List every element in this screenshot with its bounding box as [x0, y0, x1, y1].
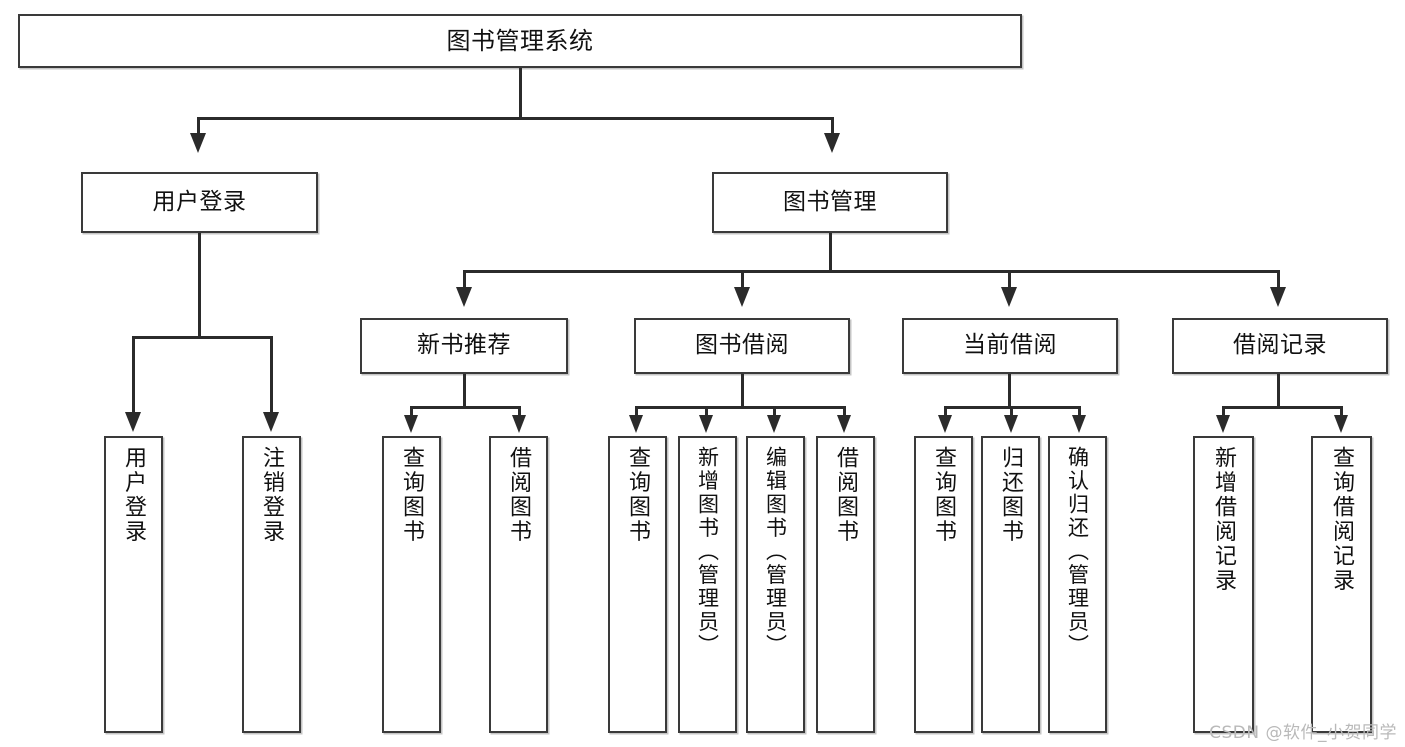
arrow-new-book-leaf-2: [512, 415, 526, 433]
arrow-book-borrow-leaf-3: [767, 415, 781, 433]
arrow-borrow-record-leaf-1: [1216, 415, 1230, 433]
node-label: 图书借阅: [695, 332, 789, 359]
arrow-to-borrow-record: [1270, 287, 1286, 307]
connector-book-manage-bar: [463, 270, 1280, 273]
leaf-current-borrow-2[interactable]: 归还图书: [981, 436, 1040, 733]
connector-book-borrow-drop-1: [635, 406, 638, 418]
connector-to-book-borrow: [741, 270, 744, 290]
connector-user-login-drop-1: [132, 336, 135, 415]
node-new-book-recommend[interactable]: 新书推荐: [360, 318, 568, 374]
leaf-current-borrow-1[interactable]: 查询图书: [914, 436, 973, 733]
node-current-borrow[interactable]: 当前借阅: [902, 318, 1118, 374]
connector-book-manage-stem: [829, 233, 832, 272]
connector-new-book-drop-1: [410, 406, 413, 418]
arrow-to-user-login: [190, 133, 206, 153]
node-label: 确认归还（管理员）: [1065, 446, 1090, 658]
connector-root-stem: [519, 68, 522, 119]
connector-user-login-drop-2: [270, 336, 273, 415]
node-label: 查询图书: [399, 446, 425, 544]
leaf-book-borrow-4[interactable]: 借阅图书: [816, 436, 875, 733]
connector-to-user-login: [197, 117, 200, 136]
connector-user-login-bar: [132, 336, 270, 339]
arrow-to-current-borrow: [1001, 287, 1017, 307]
node-book-borrow[interactable]: 图书借阅: [634, 318, 850, 374]
arrow-book-borrow-leaf-2: [699, 415, 713, 433]
watermark-text: CSDN @软件_小贺同学: [1209, 723, 1397, 743]
node-label: 查询借阅记录: [1329, 446, 1355, 593]
node-label: 注销登录: [259, 446, 285, 544]
node-label: 归还图书: [998, 446, 1024, 544]
arrow-user-login-leaf-2: [263, 412, 279, 432]
arrow-borrow-record-leaf-2: [1334, 415, 1348, 433]
arrow-current-borrow-leaf-1: [938, 415, 952, 433]
connector-to-new-book: [463, 270, 466, 290]
connector-borrow-record-stem: [1277, 374, 1280, 409]
node-label: 新增借阅记录: [1211, 446, 1237, 593]
connector-new-book-drop-2: [518, 406, 521, 418]
connector-root-bar: [197, 117, 834, 120]
node-label: 用户登录: [121, 446, 147, 544]
node-book-manage[interactable]: 图书管理: [712, 172, 948, 233]
connector-user-login-stem: [198, 233, 201, 338]
leaf-new-book-1[interactable]: 查询图书: [382, 436, 441, 733]
arrow-book-borrow-leaf-4: [837, 415, 851, 433]
node-label: 借阅图书: [833, 446, 859, 544]
arrow-to-book-manage: [824, 133, 840, 153]
leaf-new-book-2[interactable]: 借阅图书: [489, 436, 548, 733]
arrow-to-book-borrow: [734, 287, 750, 307]
connector-new-book-bar: [410, 406, 518, 409]
connector-borrow-record-bar: [1222, 406, 1340, 409]
leaf-book-borrow-2[interactable]: 新增图书（管理员）: [678, 436, 737, 733]
connector-borrow-record-drop-1: [1222, 406, 1225, 418]
connector-current-borrow-drop-1: [944, 406, 947, 418]
leaf-borrow-record-1[interactable]: 新增借阅记录: [1193, 436, 1254, 733]
leaf-borrow-record-2[interactable]: 查询借阅记录: [1311, 436, 1372, 733]
arrow-book-borrow-leaf-1: [629, 415, 643, 433]
connector-current-borrow-drop-3: [1078, 406, 1081, 418]
node-label: 图书管理: [783, 188, 877, 215]
connector-new-book-stem: [463, 374, 466, 409]
node-label: 查询图书: [931, 446, 957, 544]
node-label: 编辑图书（管理员）: [763, 446, 788, 658]
leaf-book-borrow-1[interactable]: 查询图书: [608, 436, 667, 733]
node-label: 新增图书（管理员）: [695, 446, 720, 658]
arrow-current-borrow-leaf-2: [1004, 415, 1018, 433]
arrow-user-login-leaf-1: [125, 412, 141, 432]
connector-to-current-borrow: [1008, 270, 1011, 290]
connector-book-borrow-bar: [635, 406, 846, 409]
connector-book-borrow-stem: [741, 374, 744, 409]
connector-book-borrow-drop-4: [843, 406, 846, 418]
connector-current-borrow-drop-2: [1010, 406, 1013, 418]
leaf-user-login-2[interactable]: 注销登录: [242, 436, 301, 733]
arrow-to-new-book: [456, 287, 472, 307]
node-label: 新书推荐: [417, 332, 511, 359]
leaf-user-login-1[interactable]: 用户登录: [104, 436, 163, 733]
node-label: 查询图书: [625, 446, 651, 544]
node-borrow-record[interactable]: 借阅记录: [1172, 318, 1388, 374]
leaf-book-borrow-3[interactable]: 编辑图书（管理员）: [746, 436, 805, 733]
node-label: 当前借阅: [963, 332, 1057, 359]
connector-to-book-manage: [831, 117, 834, 136]
connector-current-borrow-stem: [1008, 374, 1011, 409]
leaf-current-borrow-3[interactable]: 确认归还（管理员）: [1048, 436, 1107, 733]
node-root-system[interactable]: 图书管理系统: [18, 14, 1022, 68]
arrow-new-book-leaf-1: [404, 415, 418, 433]
node-label: 用户登录: [152, 188, 247, 215]
node-user-login[interactable]: 用户登录: [81, 172, 318, 233]
node-label: 借阅图书: [506, 446, 532, 544]
node-label: 借阅记录: [1233, 332, 1327, 359]
arrow-current-borrow-leaf-3: [1072, 415, 1086, 433]
connector-borrow-record-drop-2: [1340, 406, 1343, 418]
connector-book-borrow-drop-2: [705, 406, 708, 418]
connector-book-borrow-drop-3: [773, 406, 776, 418]
connector-to-borrow-record: [1277, 270, 1280, 290]
node-label: 图书管理系统: [446, 26, 594, 55]
